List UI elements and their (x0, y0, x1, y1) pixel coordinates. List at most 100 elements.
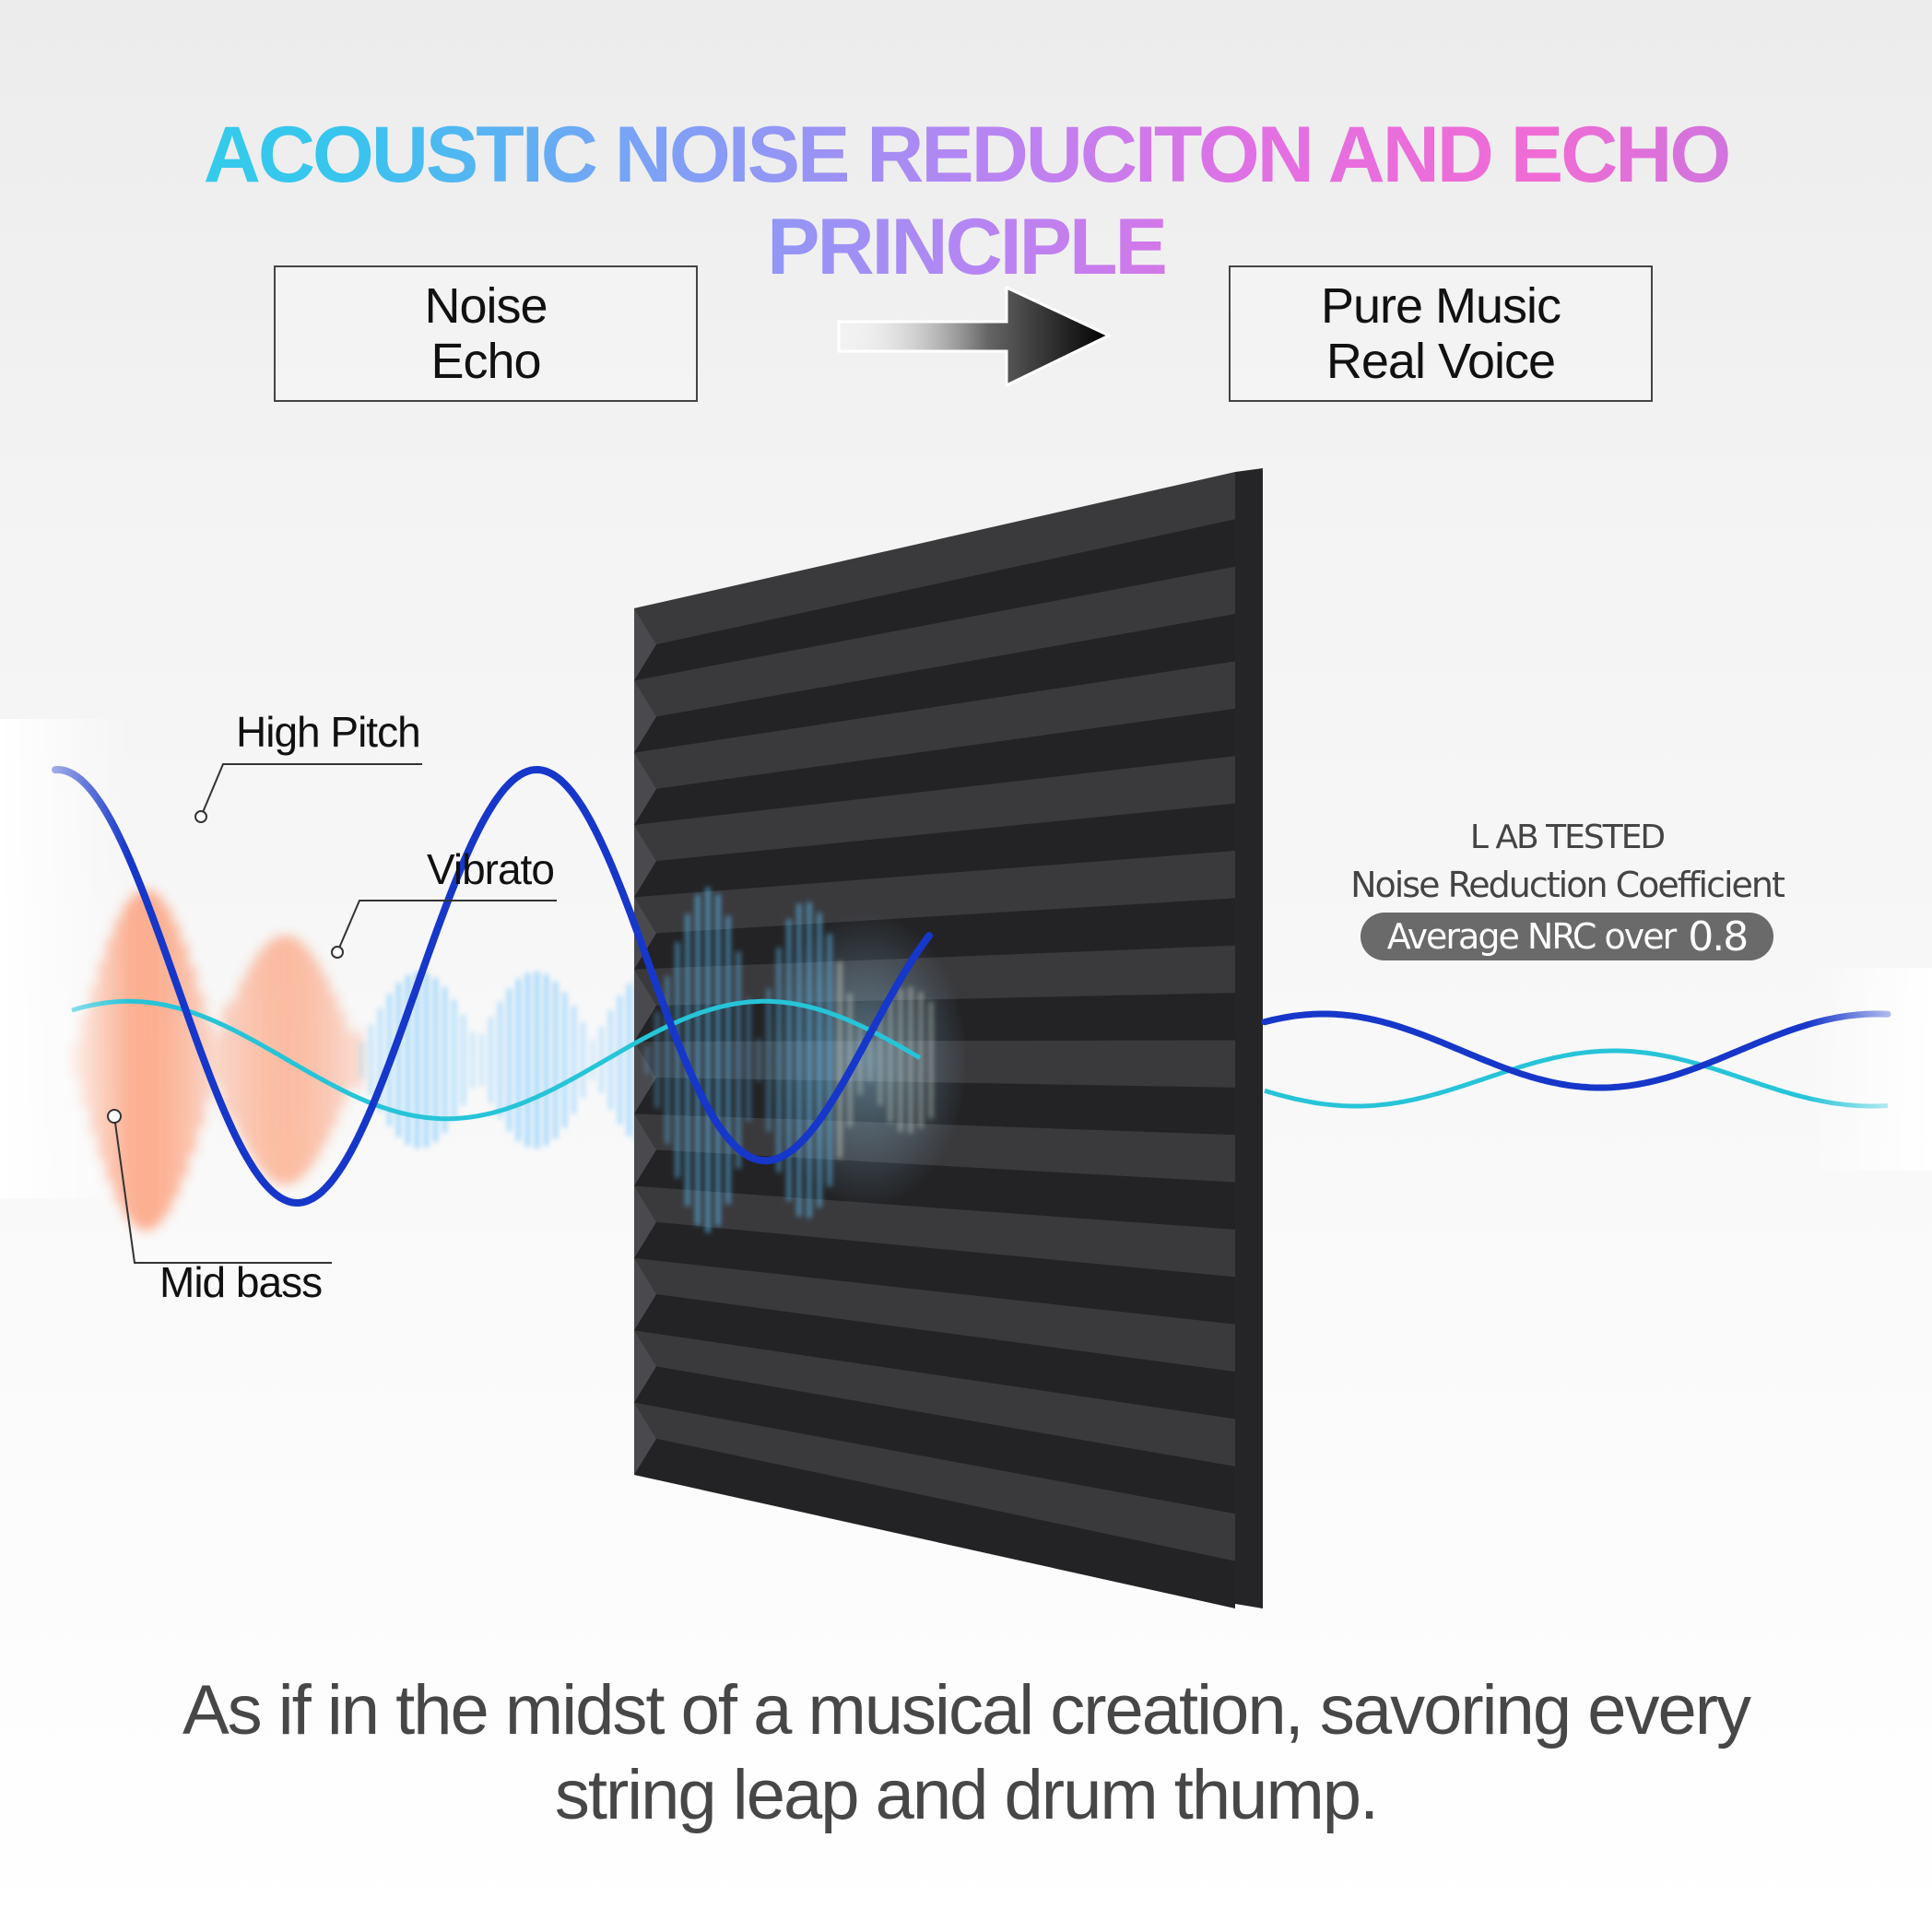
caption-line-2: string leap and drum thump. (554, 1756, 1379, 1834)
vibrato-bar (581, 1021, 585, 1099)
bass-bar (240, 980, 245, 1140)
vibrato-bar (479, 1033, 484, 1087)
vibrato-bar (544, 974, 548, 1146)
nrc-badge: Average NRC over 0.8 (1361, 913, 1773, 960)
absorbed-bar (757, 1038, 760, 1082)
absorbed-bar (736, 951, 740, 1169)
absorbed-bar (767, 988, 771, 1132)
sound-glow (765, 913, 968, 1208)
bass-bar (190, 966, 195, 1154)
mid-bass-callout (107, 1109, 332, 1264)
vibrato-bar (378, 1007, 383, 1113)
noise-label: Noise (424, 278, 548, 334)
reduced-blue-wave (1261, 1010, 1891, 1091)
foam-ridge-lower (634, 1438, 1235, 1608)
foam-ridge-edge (634, 969, 656, 1042)
vibrato-bar (470, 1031, 475, 1089)
vibrato-bar (627, 984, 631, 1137)
absorbed-bar (828, 933, 831, 1187)
mid-bass-label: Mid bass (159, 1258, 323, 1306)
nrc-badge-text: Average NRC over (1386, 916, 1677, 957)
bass-bar (339, 1011, 345, 1109)
foam-ridge-edge (634, 1185, 656, 1258)
bass-bar (206, 1019, 212, 1101)
absorbed-bar (909, 986, 913, 1134)
vibrato-bar (433, 977, 438, 1143)
absorbed-bar (655, 1011, 659, 1109)
absorbed-bar (848, 993, 852, 1127)
bass-bar (265, 943, 270, 1177)
foam-ridge-upper (634, 661, 1235, 789)
foam-ridge-lower (634, 803, 1235, 898)
bass-bar (298, 941, 303, 1179)
bass-bar (356, 1031, 361, 1089)
vibrato-bar (396, 983, 401, 1137)
vibrato-callout (331, 900, 557, 959)
vibrato-bar (608, 1009, 613, 1111)
vibrato-bar (359, 1042, 364, 1078)
absorbed-bar (747, 998, 750, 1122)
foam-ridge-edge (634, 680, 656, 753)
bass-bar (348, 1031, 353, 1090)
absorbed-bar (807, 901, 811, 1219)
absorbed-bar (706, 887, 710, 1233)
foam-ridge-upper (634, 1402, 1235, 1561)
high-pitch-label: High Pitch (236, 708, 421, 756)
foam-ridge-upper (634, 1185, 1235, 1278)
vibrato-label: Vibrato (427, 845, 555, 893)
absorbed-bar (899, 988, 902, 1132)
vibrato-bar (415, 972, 419, 1149)
vibrato-bar (507, 988, 512, 1132)
real-voice-label: Real Voice (1325, 334, 1556, 389)
foam-ridge-lower (634, 1149, 1235, 1230)
bass-bar (323, 976, 328, 1144)
bass-bar (215, 1034, 220, 1086)
vibrato-bar (489, 1017, 493, 1103)
bass-bar (223, 1006, 229, 1114)
foam-ridge-upper (634, 1330, 1235, 1467)
foam-ridge-lower (634, 614, 1235, 753)
reduced-cyan-wave (1264, 1048, 1889, 1109)
bass-bar (306, 949, 312, 1171)
nrc-label: Noise Reduction Coefficient (1350, 865, 1785, 905)
foam-ridge-upper (634, 1258, 1235, 1372)
foam-ridge-lower (634, 519, 1235, 681)
foam-ridge-edge (634, 897, 656, 970)
bass-bar (148, 890, 154, 1230)
bass-bar (256, 952, 262, 1168)
vibrato-bar (525, 972, 530, 1148)
bass-bar (314, 961, 320, 1159)
bass-bar (182, 943, 187, 1177)
vibrato-bar (498, 1001, 502, 1119)
pure-music-box: Pure Music Real Voice (1229, 265, 1653, 402)
absorbed-bar (716, 894, 720, 1226)
absorbed-bar (929, 1001, 933, 1119)
foam-ridge-edge (634, 608, 656, 681)
absorbed-bar (645, 1046, 649, 1074)
absorbed-bar (889, 997, 892, 1123)
foam-ridge-lower (634, 1366, 1235, 1514)
arrow-right-icon (837, 285, 1113, 388)
absorbed-bar (787, 919, 791, 1201)
vibrato-bar (553, 981, 558, 1139)
absorbed-bar (818, 913, 821, 1208)
vibrato-bar (406, 974, 410, 1146)
foam-ridge-edge (634, 1402, 656, 1475)
foam-ridge-edge (634, 1258, 656, 1331)
absorbed-bar (797, 903, 801, 1217)
vibrato-bar (562, 992, 567, 1128)
nrc-badge-value: 0.8 (1688, 913, 1749, 960)
vibrato-bar (461, 1014, 465, 1106)
foam-ridge-edge (634, 752, 656, 825)
foam-ridge-edge (634, 1113, 656, 1186)
caption: As if in the midst of a musical creation… (0, 1668, 1932, 1838)
bass-bar (231, 997, 237, 1123)
echo-label: Echo (430, 334, 541, 389)
vibrato-bar (452, 999, 456, 1121)
caption-line-1: As if in the midst of a musical creation… (182, 1671, 1751, 1749)
absorbed-bar (868, 1038, 872, 1082)
foam-ridge-upper (634, 472, 1235, 645)
bass-bar (248, 965, 253, 1155)
absorbed-bar (777, 948, 781, 1172)
